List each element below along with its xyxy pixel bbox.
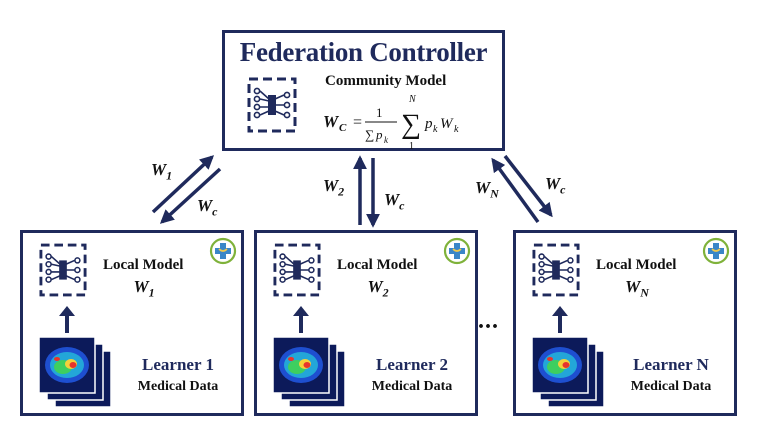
federation-controller-box: Federation Controller Community Model W … [222, 30, 505, 152]
edge-label-wc-n: Wc [545, 174, 566, 197]
learner-name: Learner 1 [142, 355, 214, 374]
learner-n-box: Local Model WN Learner N Medical Data [513, 230, 737, 416]
controller-title: Federation Controller [239, 37, 488, 67]
local-model-weight: W1 [133, 277, 155, 300]
local-model-weight: W2 [367, 277, 389, 300]
neural-network-icon [247, 77, 297, 133]
hospital-cross-icon [443, 237, 471, 265]
local-model-label: Local Model [337, 257, 418, 273]
edge-label-wc-1: Wc [197, 196, 218, 219]
neural-network-icon [532, 243, 580, 297]
community-model-formula: W C = 1 ∑ p k N ∑ 1 p k W k [323, 94, 459, 152]
learner-name: Learner 2 [376, 355, 448, 374]
formula-sum-lower: 1 [409, 141, 414, 152]
formula-sigma: ∑ [401, 109, 421, 140]
medical-data-label: Medical Data [371, 379, 453, 394]
learner-2-box: Local Model W2 Learner 2 Medical Data [254, 230, 478, 416]
edge-label-wn: WN [475, 178, 499, 201]
formula-lhs: W [323, 112, 340, 131]
community-model-label: Community Model [325, 73, 447, 89]
formula-lhs-sub: C [339, 122, 347, 134]
formula-denominator-sub: k [384, 135, 389, 145]
formula-term-w-sub: k [454, 124, 459, 135]
formula-denominator-sum: ∑ [365, 127, 374, 142]
arrow-learnerN-down [503, 154, 553, 218]
learner-1-box: Local Model W1 Learner 1 Medical Data [20, 230, 244, 416]
up-arrow-icon [59, 306, 75, 333]
ellipsis: ... [478, 308, 499, 334]
neural-network-icon [273, 243, 321, 297]
edge-label-w1: W1 [151, 160, 173, 183]
medical-data-label: Medical Data [630, 379, 712, 394]
local-model-label: Local Model [103, 257, 184, 273]
edge-label-w2: W2 [323, 176, 345, 199]
local-model-weight: WN [625, 277, 649, 300]
brain-scan-icon [39, 337, 112, 408]
brain-scan-icon [273, 337, 346, 408]
medical-data-label: Medical Data [137, 379, 219, 394]
up-arrow-icon [293, 306, 309, 333]
arrow-learner1-up [151, 155, 215, 214]
formula-numerator: 1 [376, 105, 383, 120]
hospital-cross-icon [209, 237, 237, 265]
formula-sum-upper: N [408, 94, 417, 105]
hospital-cross-icon [702, 237, 730, 265]
learner-name: Learner N [633, 355, 709, 374]
formula-term-w: W [440, 116, 454, 132]
formula-equals: = [353, 114, 362, 131]
formula-term-p-sub: k [433, 124, 438, 135]
formula-term-p: p [424, 116, 433, 132]
up-arrow-icon [552, 306, 568, 333]
local-model-label: Local Model [596, 257, 677, 273]
arrow-learnerN-up [491, 157, 540, 224]
edge-label-wc-2: Wc [384, 190, 405, 213]
formula-denominator-p: p [375, 127, 383, 142]
neural-network-icon [39, 243, 87, 297]
arrow-learner1-down [159, 167, 222, 224]
brain-scan-icon [532, 337, 605, 408]
